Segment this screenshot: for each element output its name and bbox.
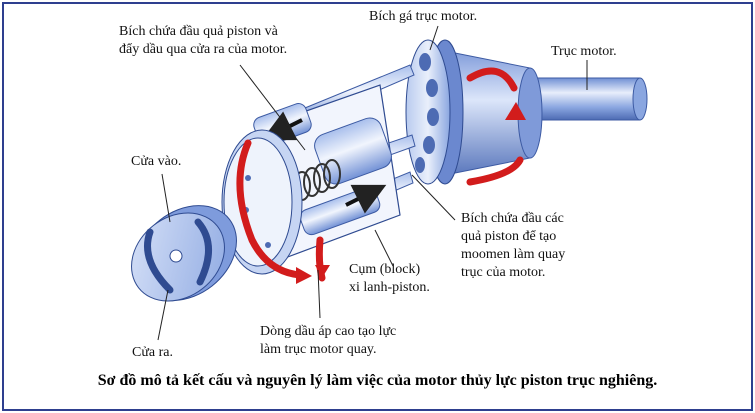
label-torque-flange-4: trục của motor. xyxy=(461,265,546,280)
label-piston-head-flange-1: Bích chứa đầu quả piston và xyxy=(119,24,278,39)
label-torque-flange-2: quả piston để tạo xyxy=(461,229,557,244)
pressure-flow-arrow xyxy=(345,184,387,214)
shaft-rotation-arrow-top xyxy=(466,67,518,92)
outlet-kidney-port xyxy=(194,218,212,286)
label-cylinder-block-1: Cụm (block) xyxy=(349,262,421,277)
label-inlet-port: Cửa vào. xyxy=(131,154,182,169)
rotation-arrow-heads xyxy=(296,102,526,284)
return-flow-arrow xyxy=(261,111,303,141)
label-torque-flange-3: moomen làm quay xyxy=(461,247,566,262)
label-torque-flange-1: Bích chứa đầu các xyxy=(461,211,564,226)
shaft-mount-flange xyxy=(405,39,464,185)
label-piston-head-flange-2: đẩy dầu qua cửa ra của motor. xyxy=(119,42,288,57)
port-cover-plate xyxy=(131,205,237,302)
label-cylinder-block-2: xi lanh-piston. xyxy=(349,280,430,295)
label-motor-shaft: Trục motor. xyxy=(551,44,617,59)
label-shaft-mount-flange: Bích gá trục motor. xyxy=(369,9,478,24)
motor-shaft xyxy=(524,77,648,121)
leader-lines xyxy=(157,25,588,341)
label-oil-flow-1: Dòng dầu áp cao tạo lực xyxy=(260,324,397,339)
diagram-caption: Sơ đồ mô tả kết cấu và nguyên lý làm việ… xyxy=(97,372,658,389)
shaft-rotation-arrow-bottom xyxy=(466,156,524,186)
block-rotation-arrow xyxy=(236,139,304,279)
label-outlet-port: Cửa ra. xyxy=(132,345,174,360)
label-oil-flow-2: làm trục motor quay. xyxy=(260,342,377,357)
inlet-kidney-port xyxy=(144,228,174,294)
